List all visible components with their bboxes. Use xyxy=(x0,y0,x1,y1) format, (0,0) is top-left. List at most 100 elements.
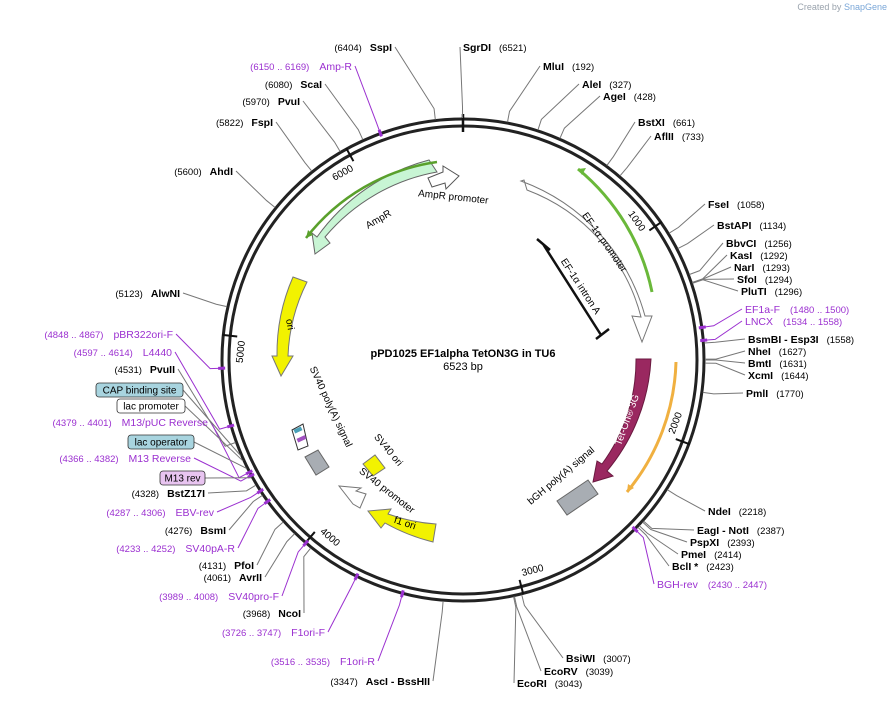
site-position: (4531) xyxy=(114,365,141,376)
primer-ef1a-f[interactable]: EF1a-F(1480 .. 1500) xyxy=(745,304,849,316)
site-position: (428) xyxy=(634,92,656,103)
plasmid-title-group: pPD1025 EF1alpha TetON3G in TU6 6523 bp xyxy=(370,348,555,373)
site-mlui[interactable]: MluI(192) xyxy=(543,61,594,73)
site-ecorv[interactable]: EcoRV(3039) xyxy=(544,666,613,678)
site-ndei[interactable]: NdeI(2218) xyxy=(708,506,766,518)
feature-tag-lac-operator[interactable]: lac operator xyxy=(127,434,195,450)
tag-label: M13 rev xyxy=(164,474,200,485)
site-kasi[interactable]: KasI (1292) xyxy=(730,250,788,262)
site-pspxi[interactable]: PspXI(2393) xyxy=(690,537,755,549)
primer-f1ori-f[interactable]: F1ori-F(3726 .. 3747) xyxy=(222,627,325,639)
sv40-ori-box[interactable] xyxy=(362,454,386,477)
site-eagi-noti[interactable]: EagI - NotI(2387) xyxy=(697,525,784,537)
site-asci-bsshii[interactable]: AscI - BssHII(3347) xyxy=(330,676,430,688)
primer-name: M13 Reverse xyxy=(129,453,192,465)
f1-ori-arrow[interactable] xyxy=(367,508,437,543)
site-sgrdi[interactable]: SgrDI(6521) xyxy=(463,42,526,54)
site-bcli[interactable]: BclI *(2423) xyxy=(672,561,734,573)
tag-box xyxy=(127,434,195,450)
primer-amp-r[interactable]: Amp-R(6150 .. 6169) xyxy=(250,61,352,73)
feature-tag-m13-rev[interactable]: M13 rev xyxy=(159,470,206,486)
sv40-promoter-arrow[interactable] xyxy=(337,485,367,509)
ampr-promoter-arrow[interactable] xyxy=(427,165,460,191)
site-pmei[interactable]: PmeI(2414) xyxy=(681,549,742,561)
site-bstxi[interactable]: BstXI(661) xyxy=(638,117,695,129)
site-pfoi[interactable]: PfoI(4131) xyxy=(199,560,254,572)
site-position: (3347) xyxy=(330,677,357,688)
site-position: (1292) xyxy=(760,251,787,262)
primer-l4440[interactable]: L4440(4597 .. 4614) xyxy=(74,347,173,359)
site-name: KasI xyxy=(730,250,752,262)
site-xcmi[interactable]: XcmI(1644) xyxy=(748,370,809,382)
tag-box xyxy=(159,470,206,486)
primer-ebv-rev[interactable]: EBV-rev(4287 .. 4306) xyxy=(106,507,214,519)
site-pmli[interactable]: PmlI(1770) xyxy=(746,388,804,400)
primer-sv40pa-r[interactable]: SV40pA-R(4233 .. 4252) xyxy=(116,543,235,555)
leader-agei xyxy=(559,95,601,139)
ef1a-intron-label: EF-1α intron A xyxy=(558,257,602,317)
primer-leader xyxy=(216,491,261,513)
site-bmti[interactable]: BmtI(1631) xyxy=(748,358,807,370)
site-pvuii[interactable]: PvuII(4531) xyxy=(114,364,175,376)
primer-sv40pro-f[interactable]: SV40pro-F(3989 .. 4008) xyxy=(159,591,279,603)
site-bsmbi-esp3i[interactable]: BsmBI - Esp3I(1558) xyxy=(748,334,854,346)
primer-position: (1480 .. 1500) xyxy=(790,305,849,316)
feature-tag-cap-binding-site[interactable]: CAP binding site xyxy=(95,382,184,398)
primer-lncx[interactable]: LNCX(1534 .. 1558) xyxy=(745,316,842,328)
plasmid-name: pPD1025 EF1alpha TetON3G in TU6 xyxy=(370,348,555,360)
site-name: BsmI xyxy=(200,525,226,537)
site-ahdi[interactable]: AhdI(5600) xyxy=(174,166,233,178)
site-position: (1770) xyxy=(776,389,803,400)
primer-m13-puc-reverse[interactable]: M13/pUC Reverse(4379 .. 4401) xyxy=(52,417,208,429)
site-nhei[interactable]: NheI(1627) xyxy=(748,346,806,358)
site-ncoi[interactable]: NcoI(3968) xyxy=(243,608,301,620)
site-pluti[interactable]: PluTI(1296) xyxy=(741,286,802,298)
leader-cap-binding-site xyxy=(182,389,242,457)
plasmid-length: 6523 bp xyxy=(443,361,483,373)
site-aflii[interactable]: AflII(733) xyxy=(654,131,704,143)
site-nari[interactable]: NarI(1293) xyxy=(734,262,790,274)
site-ecori[interactable]: EcoRI(3043) xyxy=(517,678,582,690)
backbone-circle xyxy=(220,117,706,603)
ef1a-promoter-arrow[interactable] xyxy=(519,179,653,344)
site-avrii[interactable]: AvrII(4061) xyxy=(204,572,263,584)
site-name: ScaI xyxy=(300,79,322,91)
leader-avrii xyxy=(264,533,295,578)
site-fsei[interactable]: FseI(1058) xyxy=(708,199,764,211)
site-name: BstXI xyxy=(638,117,665,129)
primer-position: (3516 .. 3535) xyxy=(271,657,330,668)
primer-m13-reverse[interactable]: M13 Reverse(4366 .. 4382) xyxy=(59,453,191,465)
sv40-polya-box[interactable] xyxy=(304,449,330,476)
leader-lac-promoter xyxy=(184,405,244,462)
site-alwni[interactable]: AlwNI(5123) xyxy=(115,288,180,300)
site-alei[interactable]: AleI(327) xyxy=(582,79,631,91)
site-pvui[interactable]: PvuI(5970) xyxy=(242,96,300,108)
ori-arrow[interactable] xyxy=(271,276,308,378)
site-position: (1558) xyxy=(827,335,854,346)
site-sspi[interactable]: SspI(6404) xyxy=(334,42,392,54)
primer-f1ori-r[interactable]: F1ori-R(3516 .. 3535) xyxy=(271,656,376,668)
leader-asci-bsshii xyxy=(432,601,444,682)
primer-name: BGH-rev xyxy=(657,579,699,591)
site-scai[interactable]: ScaI(6080) xyxy=(265,79,322,91)
site-name: BstZ17I xyxy=(167,488,205,500)
bgh-polya-box[interactable] xyxy=(556,479,599,516)
site-bstapi[interactable]: BstAPI(1134) xyxy=(717,220,786,232)
site-bstz17i[interactable]: BstZ17I(4328) xyxy=(132,488,205,500)
feature-tag-lac-promoter[interactable]: lac promoter xyxy=(116,398,186,414)
site-fspi[interactable]: FspI(5822) xyxy=(216,117,273,129)
leader-bstxi xyxy=(606,121,636,166)
ampr-primer-line xyxy=(305,160,438,239)
site-sfoi[interactable]: SfoI(1294) xyxy=(737,274,792,286)
site-name: EcoRI xyxy=(517,678,547,690)
site-name: SfoI xyxy=(737,274,757,286)
site-bsiwi[interactable]: BsiWI(3007) xyxy=(566,653,631,665)
primer-bgh-rev[interactable]: BGH-rev(2430 .. 2447) xyxy=(657,579,767,591)
primer-pbr322ori-f[interactable]: pBR322ori-F(4848 .. 4867) xyxy=(44,329,173,341)
primer-name: pBR322ori-F xyxy=(113,329,173,341)
site-position: (5123) xyxy=(115,289,142,300)
site-bsmi[interactable]: BsmI(4276) xyxy=(165,525,226,537)
site-agei[interactable]: AgeI(428) xyxy=(603,91,656,103)
site-bbvci[interactable]: BbvCI(1256) xyxy=(726,238,792,250)
teton-arrow[interactable] xyxy=(592,358,652,483)
